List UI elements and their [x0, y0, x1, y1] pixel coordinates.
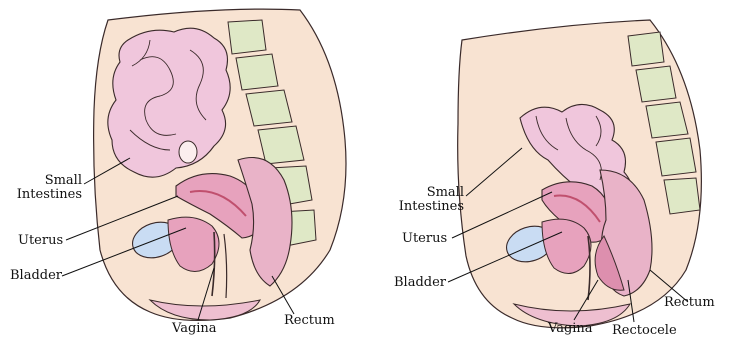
- label-uterus-right: Uterus: [402, 232, 447, 246]
- label-rectocele: Rectocele: [612, 324, 677, 338]
- label-uterus: Uterus: [18, 234, 63, 248]
- label-vagina-right: Vagina: [548, 322, 593, 336]
- label-rectum: Rectum: [284, 314, 335, 328]
- label-small-line2-right: Intestines: [380, 200, 464, 214]
- label-small-intestines-right: Small Intestines: [380, 186, 464, 214]
- label-bladder: Bladder: [10, 269, 62, 283]
- ovary: [179, 141, 197, 163]
- label-small-line1-right: Small: [380, 186, 464, 200]
- label-small-intestines: Small Intestines: [4, 174, 82, 202]
- label-vagina: Vagina: [172, 322, 217, 336]
- label-small-line2: Intestines: [4, 188, 82, 202]
- normal-anatomy-illustration: [62, 9, 346, 320]
- label-small-line1: Small: [4, 174, 82, 188]
- label-bladder-right: Bladder: [394, 276, 446, 290]
- rectocele-anatomy-illustration: [448, 20, 701, 328]
- label-rectum-right: Rectum: [664, 296, 715, 310]
